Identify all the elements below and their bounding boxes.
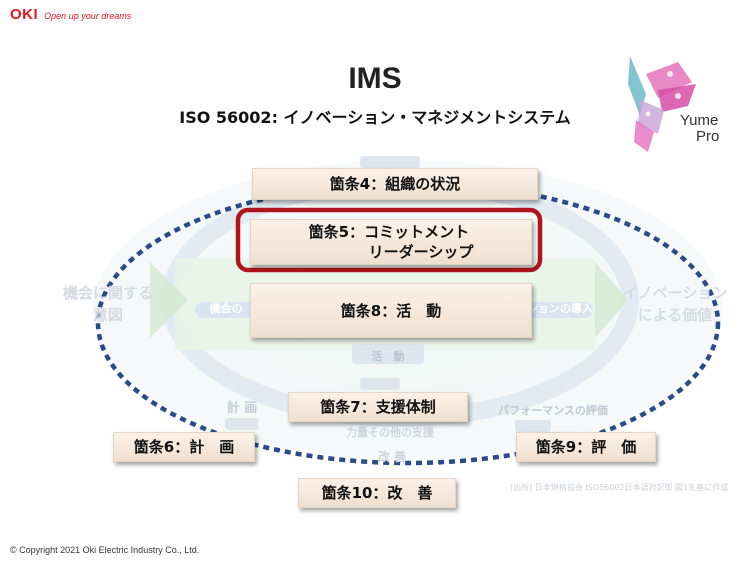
label-support: 力量その他の支援 [346,426,434,439]
page-title: IMS [348,62,402,95]
label-opportunity-pill: 機会の [209,302,243,315]
faint-pill-right [525,302,593,318]
clause4-box: 箇条4：組織の状況 [252,168,538,200]
pro-word: Pro [696,128,720,145]
label-improve: 改 善 [377,450,407,464]
faint-tab-support [360,378,400,390]
label-introduce-pill: ションの導入 [527,302,593,315]
clause10-box: 箇条10：改 善 [298,478,456,508]
faint-arrow-right [595,262,628,338]
page-subtitle: ISO 56002: イノベーション・マネジメントシステム [179,108,571,127]
clause5-box: 箇条5：コミットメント リーダーシップ [250,219,532,265]
clause8-label: 箇条8：活 動 [340,301,442,320]
yume-word: Yume [680,112,719,129]
oki-logo-mark: OKI [10,6,39,23]
yume-pro-logo-icon [628,56,696,152]
faint-tab-eval [515,420,551,432]
yume-pro-wordmark: Yume Pro [680,113,740,145]
clause6-label: 箇条6：計 画 [133,438,235,456]
label-plan: 計 画 [226,401,258,416]
label-activity: 活 動 [371,350,405,363]
faint-tab-top [360,156,420,168]
faint-pill-left [195,302,255,318]
oki-logo: OKI Open up your dreams [10,6,131,23]
clause5-label: 箇条5：コミットメント リーダーシップ [308,223,474,261]
source-note: [出所] 日本規格協会 ISO56002日本語対訳版 図1を基に作成 [510,483,729,492]
clause6-box: 箇条6：計 画 [113,432,255,462]
clause8-box: 箇条8：活 動 [250,283,532,338]
clause9-box: 箇条9：評 価 [516,432,656,462]
clause10-label: 箇条10：改 善 [321,484,433,502]
label-opportunity-intent: 機会に関する 意図 [62,284,153,324]
oki-tagline: Open up your dreams [44,11,132,21]
faint-arrow-left [150,262,188,338]
clause7-label: 箇条7：支援体制 [320,398,436,416]
faint-tab-activity [352,344,424,364]
clause9-label: 箇条9：評 価 [535,438,637,456]
label-innovation-value: イノベーション による価値 [622,284,728,324]
copyright: © Copyright 2021 Oki Electric Industry C… [10,545,200,555]
clause4-label: 箇条4：組織の状況 [329,175,461,193]
dashed-ring [95,180,721,466]
clause5-highlight-frame [235,207,543,273]
label-evaluation: パフォーマンスの評価 [498,404,608,417]
faint-tab-plan [225,418,259,430]
clause7-box: 箇条7：支援体制 [288,392,468,422]
